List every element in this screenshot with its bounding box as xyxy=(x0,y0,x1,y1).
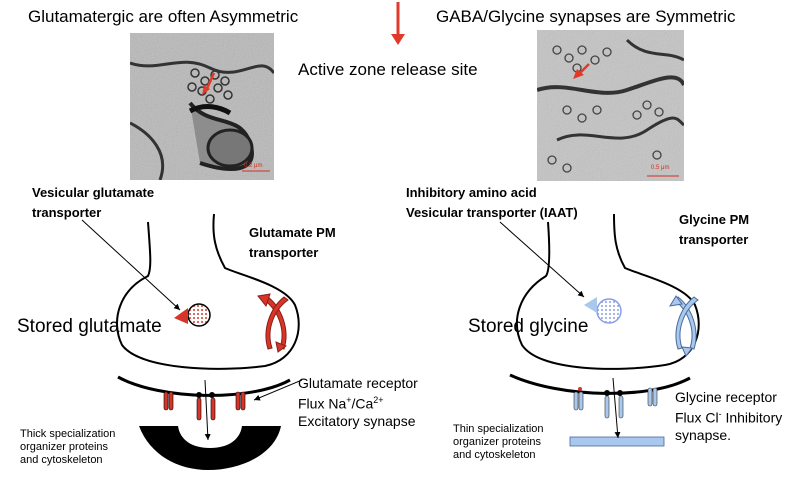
left-vesicular-label: Vesicular glutamate transporter xyxy=(32,183,154,223)
left-glutamate-receptors xyxy=(163,391,246,421)
left-pm-transporter-icon xyxy=(257,293,289,353)
right-vesicle-icon xyxy=(584,297,622,324)
right-pm-label: Glycine PM transporter xyxy=(679,210,749,250)
left-stored-label: Stored glutamate xyxy=(17,316,162,337)
left-presynaptic-terminal xyxy=(116,213,300,370)
right-receptor-line1: Glycine receptor xyxy=(675,389,777,405)
right-vesicular-label: Inhibitory amino acid Vesicular transpor… xyxy=(406,183,578,223)
right-postsynaptic-membrane xyxy=(509,373,691,395)
right-spec-line1: Thin specialization xyxy=(453,423,544,435)
right-receptor-label: Glycine receptor Flux Cl- Inhibitory syn… xyxy=(675,389,782,444)
left-spec-line3: and cytoskeleton xyxy=(20,454,103,466)
left-receptor-label: Glutamate receptor Flux Na+/Ca2+ Excitat… xyxy=(298,375,418,430)
glycinergic-micrograph: 0.5 μm xyxy=(537,30,684,181)
left-postsynaptic-membrane xyxy=(117,375,291,397)
left-vesicular-line2: transporter xyxy=(32,205,102,220)
right-pm-transporter-icon xyxy=(669,295,699,357)
right-spec-label: Thin specialization organizer proteins a… xyxy=(453,423,544,462)
thin-specialization xyxy=(569,436,665,447)
active-zone-arrow-icon xyxy=(391,2,405,45)
right-pm-line1: Glycine PM xyxy=(679,212,750,227)
right-stored-label: Stored glycine xyxy=(468,316,589,337)
right-receptor-flux: Flux Cl- Inhibitory xyxy=(675,409,783,426)
right-scale-label: 0.5 μm xyxy=(651,165,670,171)
left-vesicle-icon xyxy=(174,303,211,327)
left-title: Glutamatergic are often Asymmetric xyxy=(28,7,299,26)
right-title: GABA/Glycine synapses are Symmetric xyxy=(436,7,736,26)
left-receptor-line3: Excitatory synapse xyxy=(298,412,416,429)
left-spec-line1: Thick specialization xyxy=(20,428,116,440)
left-pm-line2: transporter xyxy=(249,245,319,260)
left-vesicular-line1: Vesicular glutamate xyxy=(32,185,155,200)
left-pm-line1: Glutamate PM xyxy=(249,225,336,240)
right-pm-line2: transporter xyxy=(679,232,749,247)
right-presynaptic-terminal xyxy=(515,213,700,370)
right-spec-line3: and cytoskeleton xyxy=(453,449,536,461)
left-spec-line2: organizer proteins xyxy=(20,441,109,453)
thick-specialization xyxy=(139,426,281,470)
right-glycine-receptors xyxy=(573,387,658,419)
left-scale-label: 0.2 μm xyxy=(244,163,263,169)
left-receptor-line1: Glutamate receptor xyxy=(298,375,418,391)
right-spec-line2: organizer proteins xyxy=(453,436,542,448)
right-vesicular-line1: Inhibitory amino acid xyxy=(406,185,537,200)
right-vesicular-line2: Vesicular transporter (IAAT) xyxy=(406,205,578,220)
left-receptor-flux: Flux Na+/Ca2+ xyxy=(298,395,384,412)
right-receptor-line3: synapse. xyxy=(675,426,732,443)
left-spec-label: Thick specialization organizer proteins … xyxy=(20,428,115,467)
glutamatergic-micrograph: 0.2 μm xyxy=(130,33,274,180)
left-pm-label: Glutamate PM transporter xyxy=(249,223,336,263)
active-zone-label: Active zone release site xyxy=(298,60,478,79)
